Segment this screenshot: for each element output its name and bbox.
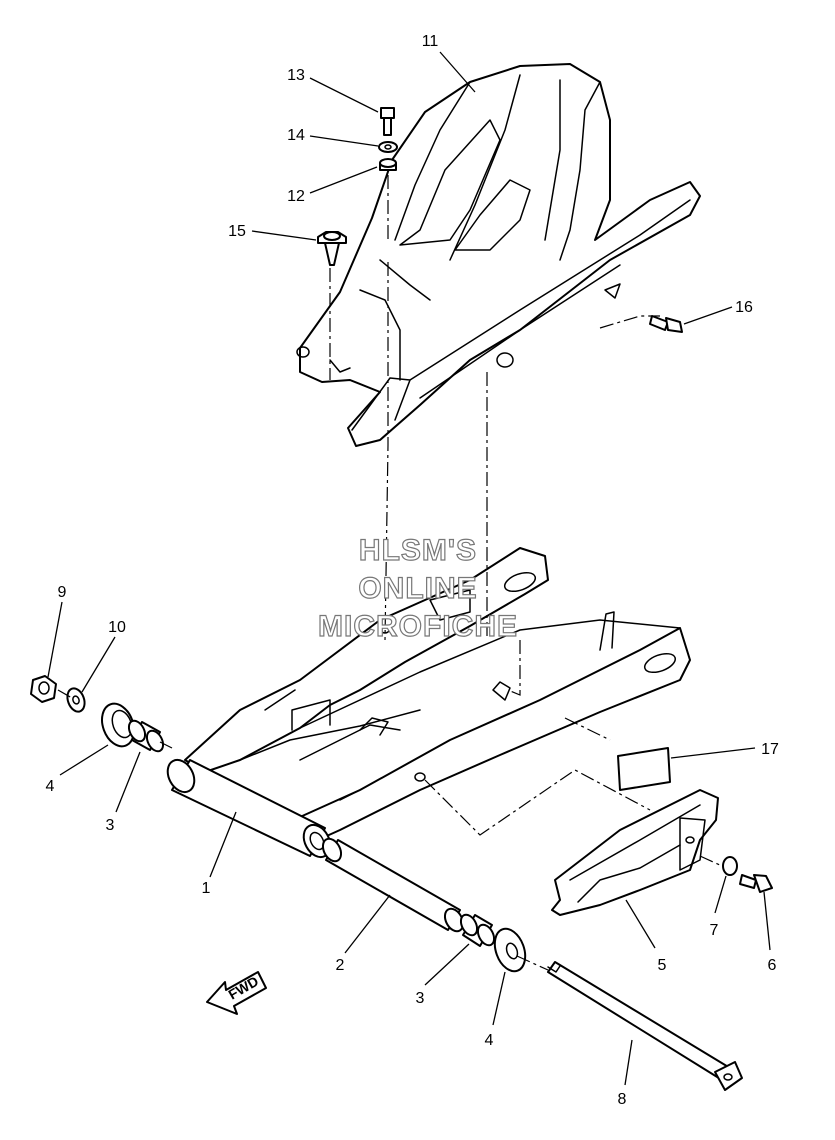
callout-15: 15 <box>228 223 246 240</box>
callout-2: 2 <box>336 957 345 974</box>
callout-16: 16 <box>735 299 753 316</box>
bearing-right <box>459 913 496 947</box>
callout-12: 12 <box>287 188 305 205</box>
leader-lines <box>47 51 771 1086</box>
watermark: HLSM'S ONLINE MICROFICHE <box>317 533 518 643</box>
swingarm <box>166 547 691 859</box>
callout-13: 13 <box>287 67 305 84</box>
watermark-line-2: ONLINE <box>358 572 477 605</box>
watermark-line-3: MICROFICHE <box>318 610 518 643</box>
pivot-shaft <box>547 961 743 1091</box>
callout-6: 6 <box>768 957 777 974</box>
callout-14: 14 <box>287 127 305 144</box>
callout-8: 8 <box>618 1091 627 1108</box>
callout-5: 5 <box>658 957 667 974</box>
rear-fender <box>296 63 701 447</box>
fwd-arrow: FWD <box>206 971 267 1015</box>
chain-case <box>551 789 719 916</box>
callout-9: 9 <box>58 584 67 601</box>
callout-4-right: 4 <box>485 1032 494 1049</box>
callout-3-left: 3 <box>106 817 115 834</box>
callout-7: 7 <box>710 922 719 939</box>
callout-1: 1 <box>202 880 211 897</box>
callout-4-left: 4 <box>46 778 55 795</box>
assembly-lines <box>57 175 723 971</box>
callout-11: 11 <box>422 33 439 50</box>
collar <box>321 837 465 933</box>
callout-10: 10 <box>108 619 126 636</box>
callout-17: 17 <box>761 741 779 758</box>
small-parts <box>30 107 773 893</box>
oil-seal-right <box>493 927 527 973</box>
callouts: 11 13 14 12 15 16 9 10 4 3 1 2 3 4 8 17 … <box>46 33 779 1108</box>
watermark-line-1: HLSM'S <box>359 534 477 567</box>
callout-3-right: 3 <box>416 990 425 1007</box>
